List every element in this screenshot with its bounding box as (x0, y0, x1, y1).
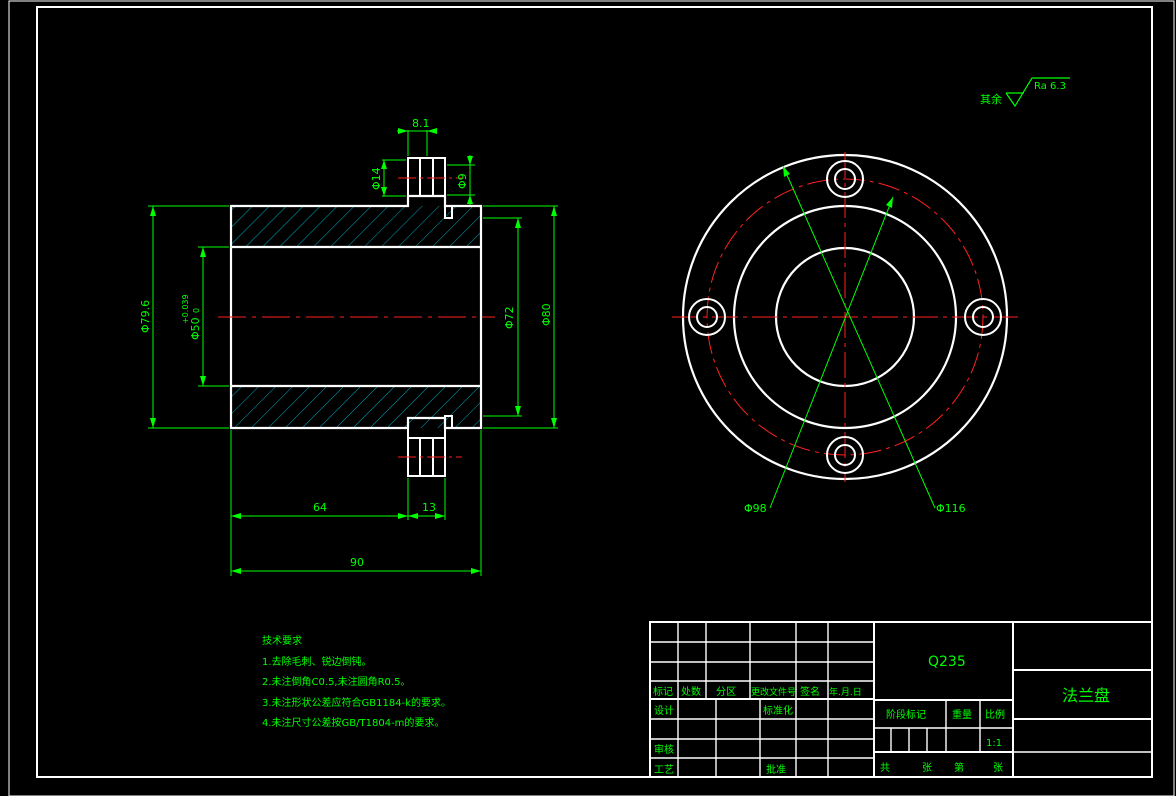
tech-item-4: 4.未注尺寸公差按GB/T1804-m的要求。 (262, 718, 445, 729)
label-stage-mark: 阶段标记 (886, 708, 926, 721)
dim-90: 90 (350, 556, 364, 569)
dim-phi50: Φ50 (189, 317, 202, 340)
dim-phi80: Φ80 (540, 303, 553, 326)
rev-header-mark: 标记 (653, 686, 673, 698)
technical-requirements: 技术要求 1.去除毛刺、锐边倒钝。 2.未注倒角C0.5,未注圆角R0.5。 3… (262, 632, 451, 735)
label-design: 设计 (654, 704, 674, 717)
sheet-index-unit: 张 (993, 762, 1003, 774)
leader-phi98 (769, 196, 894, 509)
sheet-total-unit: 张 (922, 762, 932, 774)
material: Q235 (928, 654, 966, 670)
dim-64: 64 (313, 501, 327, 514)
bolt-hole-right (964, 298, 1002, 336)
label-review: 审核 (654, 743, 674, 756)
dim-phi50-tol-upper: +0.039 (181, 294, 190, 324)
end-view (672, 152, 1018, 509)
tech-title: 技术要求 (262, 636, 302, 647)
dim-phi72: Φ72 (503, 306, 516, 329)
bolt-hole-bottom (826, 436, 864, 474)
rev-header-doc: 更改文件号 (751, 686, 796, 698)
dim-phi116: Φ116 (936, 502, 966, 515)
surface-finish-value: Ra 6.3 (1034, 81, 1066, 92)
leader-phi116 (782, 165, 936, 509)
title-block (649, 621, 1153, 778)
bolt-hole-left (688, 298, 726, 336)
rev-header-date: 年.月.日 (829, 686, 862, 698)
tech-item-1: 1.去除毛刺、锐边倒钝。 (262, 656, 372, 668)
label-scale: 比例 (985, 708, 1005, 721)
surface-finish-prefix: 其余 (980, 92, 1002, 106)
dim-8-1: 8.1 (412, 117, 430, 130)
rev-header-sign: 签名 (800, 685, 820, 698)
hatch-lower (231, 386, 481, 428)
part-name: 法兰盘 (1062, 686, 1110, 705)
sheet-index: 第 (954, 761, 964, 774)
counterbore-lower (407, 415, 453, 477)
sheet-total: 共 (880, 762, 890, 774)
dim-phi79-6: Φ79.6 (139, 300, 152, 333)
counterbore-upper (407, 157, 453, 219)
dim-phi14: Φ14 (370, 167, 383, 190)
label-process: 工艺 (654, 764, 674, 776)
rev-header-count: 处数 (681, 685, 701, 698)
scale-value: 1:1 (986, 738, 1002, 749)
tech-item-2: 2.未注倒角C0.5,未注圆角R0.5。 (262, 677, 411, 688)
section-view (218, 157, 495, 477)
label-standardize: 标准化 (763, 704, 793, 717)
dim-phi9: Φ9 (456, 173, 469, 189)
dim-phi50-tol-lower: 0 (192, 308, 201, 313)
sheet-edge (8, 0, 1175, 796)
dim-13: 13 (422, 501, 436, 514)
drawing-border (36, 6, 1153, 778)
hatch-upper (231, 206, 481, 247)
dimension-arrows (150, 128, 557, 574)
dimension-lines (148, 130, 558, 576)
tech-item-3: 3.未注形状公差应符合GB1184-k的要求。 (262, 697, 451, 709)
rev-header-zone: 分区 (716, 686, 736, 698)
dim-phi98: Φ98 (744, 502, 767, 515)
label-approve: 批准 (766, 763, 786, 776)
label-weight: 重量 (952, 708, 972, 721)
surface-finish: 其余 Ra 6.3 (980, 77, 1070, 108)
bolt-hole-top (826, 160, 864, 198)
